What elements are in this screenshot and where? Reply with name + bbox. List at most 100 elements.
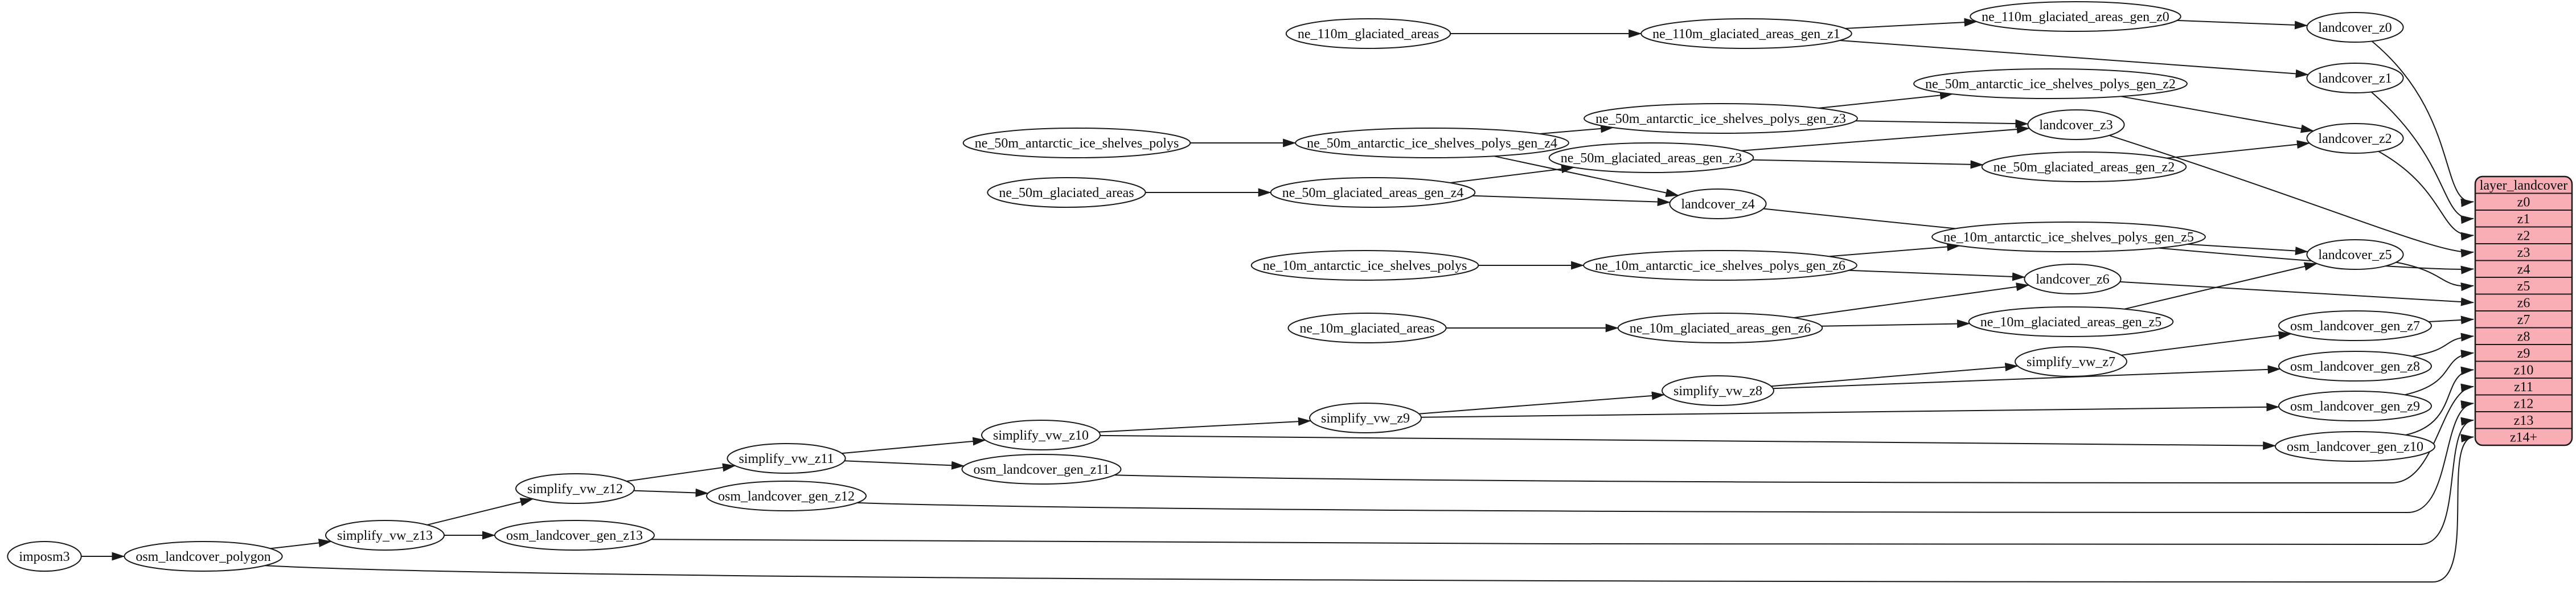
node-label: ne_10m_antarctic_ice_shelves_polys [1263, 259, 1467, 273]
node-label: simplify_vw_z10 [993, 428, 1089, 443]
edge-simplify_vw_z10-to-simplify_vw_z9 [1098, 417, 1311, 433]
edge-simplify_vw_z13-to-simplify_vw_z12 [426, 498, 534, 526]
node-osm_landcover_gen_z13: osm_landcover_gen_z13 [494, 520, 655, 551]
node-label: landcover_z5 [2318, 248, 2392, 263]
node-label: osm_landcover_gen_z10 [2287, 440, 2423, 454]
node-ne_50m_antarctic_ice_shelves_polys_gen_z2: ne_50m_antarctic_ice_shelves_polys_gen_z… [1913, 68, 2188, 99]
node-label: landcover_z2 [2318, 132, 2392, 146]
edge-ne_10m_antarctic_ice_shelves_polys_gen_z5-to-landcover_z5 [2187, 243, 2308, 256]
edge-ne_50m_glaciated_areas_gen_z4-to-landcover_z4 [1472, 195, 1671, 206]
table-row-z11: z11 [2514, 380, 2533, 395]
edge-osm_landcover_gen_z12-to-z12 [857, 400, 2474, 514]
node-ne_110m_glaciated_areas_gen_z0: ne_110m_glaciated_areas_gen_z0 [1970, 1, 2181, 32]
node-landcover_z4: landcover_z4 [1669, 188, 1767, 219]
node-simplify_vw_z7: simplify_vw_z7 [2015, 346, 2127, 377]
node-label: ne_110m_glaciated_areas_gen_z1 [1652, 27, 1840, 42]
node-label: ne_50m_antarctic_ice_shelves_polys [975, 136, 1179, 151]
table-row-z4: z4 [2517, 262, 2530, 277]
node-osm_landcover_gen_z7: osm_landcover_gen_z7 [2278, 310, 2432, 341]
node-landcover_z5: landcover_z5 [2306, 239, 2404, 270]
table-row-z7: z7 [2517, 313, 2530, 327]
node-simplify_vw_z13: simplify_vw_z13 [325, 520, 445, 551]
edge-landcover_z0-to-z0 [2371, 40, 2474, 207]
node-label: ne_110m_glaciated_areas_gen_z0 [1982, 10, 2169, 24]
edge-simplify_vw_z8-to-simplify_vw_z7 [1771, 363, 2019, 387]
node-ne_10m_antarctic_ice_shelves_polys_gen_z6: ne_10m_antarctic_ice_shelves_polys_gen_z… [1583, 250, 1857, 281]
table-row-z13: z13 [2514, 413, 2534, 428]
node-ne_50m_glaciated_areas_gen_z3: ne_50m_glaciated_areas_gen_z3 [1548, 142, 1754, 173]
edge-landcover_z4-to-z4 [1763, 208, 2474, 274]
node-osm_landcover_gen_z10: osm_landcover_gen_z10 [2275, 431, 2435, 462]
node-label: imposm3 [19, 550, 69, 564]
node-simplify_vw_z8: simplify_vw_z8 [1662, 375, 1774, 406]
edge-osm_landcover_gen_z9-to-z9 [2405, 350, 2474, 396]
table-row-z3: z3 [2517, 245, 2530, 260]
node-label: ne_10m_antarctic_ice_shelves_polys_gen_z… [1595, 259, 1845, 273]
node-label: landcover_z1 [2318, 71, 2392, 86]
node-label: ne_10m_glaciated_areas_gen_z6 [1630, 321, 1811, 336]
node-landcover_z6: landcover_z6 [2024, 264, 2122, 294]
table-row-z5: z5 [2517, 279, 2530, 294]
node-ne_110m_glaciated_areas_gen_z1: ne_110m_glaciated_areas_gen_z1 [1640, 18, 1852, 49]
edge-ne_50m_antarctic_ice_shelves_polys_gen_z3-to-landcover_z3 [1855, 119, 2029, 128]
edge-osm_landcover_gen_z8-to-z8 [2411, 333, 2474, 357]
node-label: simplify_vw_z7 [2027, 355, 2115, 370]
edge-ne_50m_antarctic_ice_shelves_polys_gen_z3-to-ne_50m_antarctic_ice_shelves_polys_gen_z2 [1818, 91, 1953, 109]
table-row-z9: z9 [2517, 346, 2530, 361]
edge-landcover_z6-to-z6 [2120, 281, 2474, 306]
edge-simplify_vw_z12-to-osm_landcover_gen_z12 [633, 488, 709, 497]
node-landcover_z1: landcover_z1 [2306, 63, 2404, 93]
node-label: ne_50m_glaciated_areas [999, 186, 1134, 200]
node-simplify_vw_z9: simplify_vw_z9 [1309, 403, 1422, 433]
edge-simplify_vw_z9-to-simplify_vw_z8 [1419, 391, 1665, 415]
node-simplify_vw_z11: simplify_vw_z11 [727, 443, 846, 474]
edge-osm_landcover_polygon-to-simplify_vw_z13 [270, 538, 332, 550]
edge-simplify_vw_z10-to-osm_landcover_gen_z10 [1100, 434, 2276, 450]
table-row-z0: z0 [2517, 195, 2530, 210]
node-label: simplify_vw_z11 [739, 452, 834, 466]
node-simplify_vw_z12: simplify_vw_z12 [515, 473, 635, 504]
node-osm_landcover_gen_z8: osm_landcover_gen_z8 [2278, 351, 2432, 382]
table-header-label: layer_landcover [2480, 178, 2568, 193]
edge-ne_10m_antarctic_ice_shelves_polys_gen_z6-to-landcover_z6 [1848, 269, 2025, 281]
node-label: landcover_z6 [2036, 272, 2109, 287]
node-landcover_z2: landcover_z2 [2306, 123, 2404, 154]
table-row-z6: z6 [2517, 296, 2530, 310]
edge-ne_50m_glaciated_areas_gen_z2-to-landcover_z2 [2167, 140, 2310, 159]
edge-simplify_vw_z12-to-simplify_vw_z11 [626, 463, 736, 482]
edge-osm_landcover_polygon-to-z14+ [265, 434, 2474, 583]
node-ne_10m_glaciated_areas: ne_10m_glaciated_areas [1287, 313, 1447, 343]
node-label: simplify_vw_z12 [527, 482, 623, 497]
graph-nodes: imposm3 osm_landcover_polygon simplify_vw_… [7, 1, 2435, 572]
edge-ne_50m_antarctic_ice_shelves_polys_gen_z2-to-landcover_z2 [2120, 96, 2314, 133]
node-ne_50m_glaciated_areas_gen_z2: ne_50m_glaciated_areas_gen_z2 [1981, 151, 2187, 182]
node-simplify_vw_z10: simplify_vw_z10 [981, 420, 1101, 450]
layer-landcover-table: layer_landcoverz0z1z2z3z4z5z6z7z8z9z10z1… [2474, 175, 2573, 446]
node-label: ne_110m_glaciated_areas [1298, 27, 1439, 42]
node-label: ne_10m_antarctic_ice_shelves_polys_gen_z… [1943, 230, 2194, 245]
node-ne_50m_antarctic_ice_shelves_polys_gen_z4: ne_50m_antarctic_ice_shelves_polys_gen_z… [1295, 128, 1569, 158]
node-label: ne_10m_glaciated_areas [1299, 321, 1434, 336]
node-label: simplify_vw_z9 [1321, 411, 1410, 426]
table-row-z8: z8 [2517, 329, 2530, 344]
node-osm_landcover_gen_z11: osm_landcover_gen_z11 [961, 454, 1122, 485]
edge-ne_50m_glaciated_areas_gen_z3-to-ne_50m_glaciated_areas_gen_z2 [1752, 159, 1984, 169]
edge-landcover_z3-to-z3 [2109, 134, 2474, 258]
node-label: landcover_z4 [1681, 197, 1754, 212]
node-label: simplify_vw_z13 [337, 528, 433, 543]
edge-osm_landcover_gen_z11-to-z11 [1114, 383, 2474, 484]
node-label: osm_landcover_gen_z12 [718, 489, 855, 504]
edge-osm_landcover_gen_z10-to-z10 [2405, 366, 2474, 436]
node-ne_110m_glaciated_areas: ne_110m_glaciated_areas [1285, 18, 1451, 49]
graph-edges [81, 18, 2474, 583]
node-label: landcover_z0 [2318, 20, 2392, 35]
edge-ne_110m_glaciated_areas_gen_z1-to-landcover_z1 [1840, 40, 2309, 78]
node-osm_landcover_polygon: osm_landcover_polygon [124, 541, 283, 572]
table-row-z2: z2 [2517, 228, 2530, 243]
edge-ne_110m_glaciated_areas_gen_z1-to-ne_110m_glaciated_areas_gen_z0 [1845, 18, 1978, 29]
edge-simplify_vw_z11-to-simplify_vw_z10 [842, 437, 986, 454]
node-label: ne_50m_antarctic_ice_shelves_polys_gen_z… [1307, 136, 1557, 151]
edge-ne_50m_antarctic_ice_shelves_polys_gen_z4-to-ne_50m_antarctic_ice_shelves_polys_gen_z3 [1539, 124, 1614, 134]
